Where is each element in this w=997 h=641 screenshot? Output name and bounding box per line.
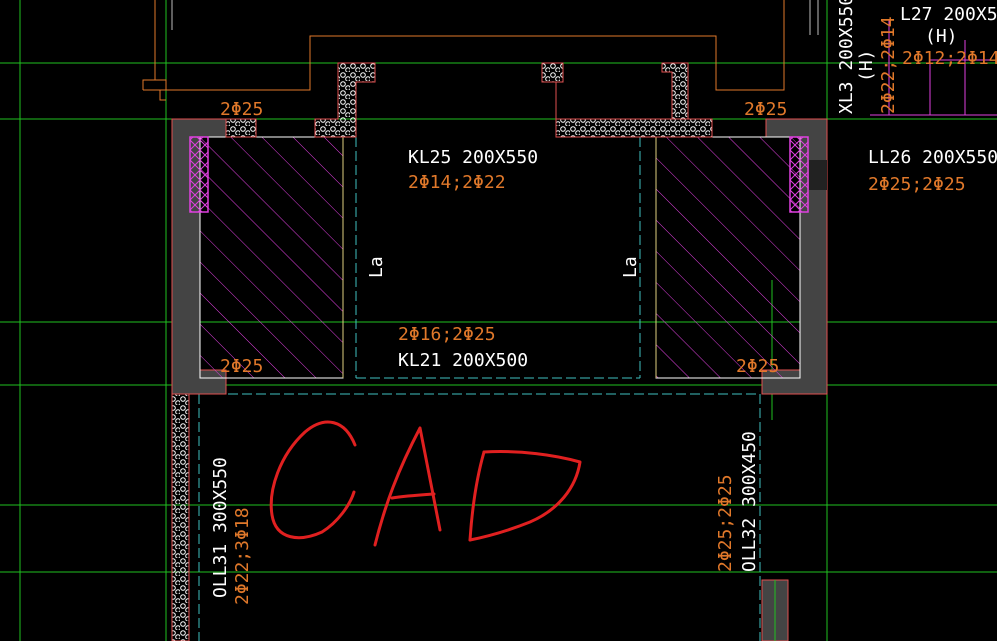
slab-dashed-outline [198,137,761,641]
ll26-rebar-label: 2Φ25;2Φ25 [868,174,966,195]
corner-rebar-bl: 2Φ25 [220,356,263,377]
kl25-rebar-label: 2Φ14;2Φ22 [408,172,506,193]
oll31-name-label: OLL31 300X550 [210,457,231,598]
l27-suffix-label: (H) [925,26,958,47]
hatched-zones [199,136,801,379]
xl3-rebar-label: 2Φ22;2Φ14 [878,16,899,114]
la-label-left: La [366,256,387,278]
end-blocks [189,136,809,213]
beam-labels: KL25 200X550 2Φ14;2Φ22 2Φ16;2Φ25 KL21 20… [210,0,997,605]
handwritten-annotation [269,420,582,547]
oll32-rebar-label: 2Φ25;2Φ25 [715,474,736,572]
lower-right-column [761,579,789,641]
ll26-name-label: LL26 200X550 [868,147,997,168]
masonry-fills [171,62,713,641]
kl21-name-label: KL21 200X500 [398,350,528,371]
upper-stub-lines [171,0,819,35]
corner-rebar-tr: 2Φ25 [744,99,787,120]
la-label-right: La [620,256,641,278]
upper-outline [142,0,785,101]
kl21-rebar-label: 2Φ16;2Φ25 [398,324,496,345]
oll31-rebar-label: 2Φ22;3Φ18 [232,507,253,605]
kl25-name-label: KL25 200X550 [408,147,538,168]
l27-rebar-label: 2Φ12;2Φ14 [902,48,997,69]
l27-name-label: L27 200X55 [900,4,997,25]
xl3-name-label: XL3 200X550 [836,0,857,114]
oll32-name-label: OLL32 300X450 [739,431,760,572]
corner-rebar-tl: 2Φ25 [220,99,263,120]
xl3-suffix-label: (H) [856,49,877,82]
corner-rebar-br: 2Φ25 [736,356,779,377]
upper-right-magenta [870,20,997,116]
